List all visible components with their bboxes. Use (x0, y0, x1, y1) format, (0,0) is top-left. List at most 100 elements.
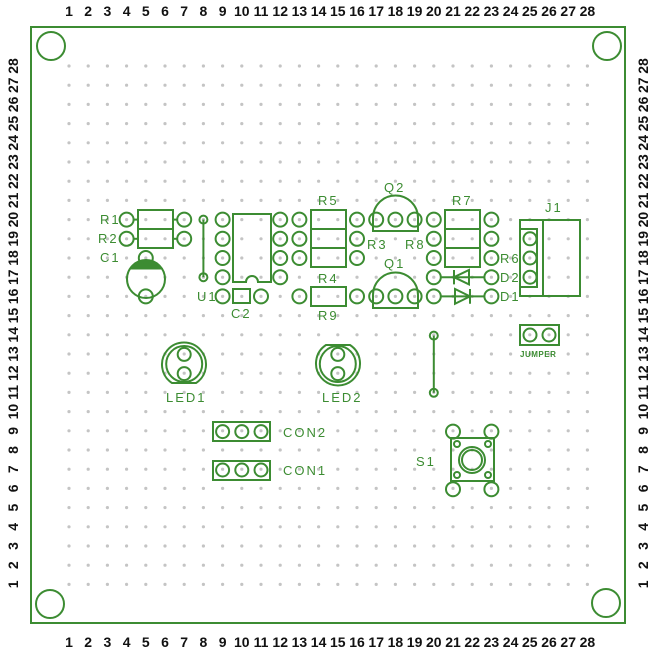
grid-hole (451, 429, 455, 433)
resistor-r4[interactable]: R4 (291, 247, 365, 286)
grid-hole (432, 448, 436, 452)
grid-hole (278, 102, 282, 106)
grid-hole (201, 64, 205, 68)
grid-hole (297, 275, 301, 279)
grid-hole (509, 582, 513, 587)
grid-hole (547, 525, 551, 529)
grid-hole (432, 141, 436, 145)
grid-hole (86, 390, 90, 394)
grid-hole (413, 563, 417, 567)
grid-hole (317, 390, 321, 394)
grid-hole (297, 256, 301, 260)
grid-hole (336, 83, 340, 87)
label-q1: Q1 (384, 256, 405, 271)
resistor-r2[interactable]: R2 (98, 228, 193, 249)
grid-hole (163, 410, 167, 414)
column-label: 15 (330, 3, 346, 19)
grid-hole (240, 64, 244, 68)
grid-hole (259, 333, 263, 337)
grid-hole (355, 390, 359, 394)
grid-hole (125, 352, 129, 356)
resistor-r3[interactable]: R3 (291, 228, 387, 252)
grid-hole (432, 467, 436, 471)
grid-hole (163, 83, 167, 87)
grid-hole (105, 141, 109, 145)
resistor-r7[interactable]: R7 (425, 193, 500, 230)
transistor-q1[interactable]: Q1 (368, 256, 423, 309)
jumper-header[interactable]: JUMPER (519, 324, 560, 359)
grid-hole (297, 294, 301, 298)
grid-hole (201, 102, 205, 106)
grid-hole (163, 179, 167, 183)
connector-con2[interactable]: CON2 (212, 421, 327, 442)
column-label: 2 (84, 634, 92, 650)
label-con1: CON1 (283, 463, 327, 478)
grid-hole (393, 448, 397, 452)
grid-hole (259, 102, 263, 106)
grid-hole (297, 218, 301, 222)
grid-hole (393, 506, 397, 510)
ic-u1[interactable]: U1 (197, 211, 289, 304)
grid-hole (201, 294, 205, 298)
grid-hole (393, 102, 397, 106)
switch-s1[interactable]: S1 (416, 423, 500, 498)
grid-hole (67, 544, 71, 548)
grid-hole (144, 333, 148, 337)
grid-hole (67, 467, 71, 471)
label-r4: R4 (318, 271, 339, 286)
grid-hole (182, 371, 186, 375)
grid-hole (144, 467, 148, 471)
grid-hole (374, 333, 378, 337)
connector-j1[interactable]: J1 (519, 200, 581, 297)
resistor-r6[interactable]: R6 (425, 247, 521, 268)
grid-hole (336, 179, 340, 183)
grid-hole (355, 294, 359, 298)
grid-hole (278, 448, 282, 452)
capacitor-c1[interactable]: C1 (100, 250, 166, 305)
grid-hole (413, 333, 417, 337)
grid-hole (278, 218, 282, 222)
grid-hole (221, 448, 225, 452)
label-u1: U1 (197, 289, 218, 304)
grid-hole (201, 333, 205, 337)
grid-hole (547, 160, 551, 164)
grid-hole (336, 333, 340, 337)
grid-hole (221, 582, 225, 587)
capacitor-c2[interactable]: C2 (214, 288, 269, 321)
resistor-r9[interactable]: R9 (291, 286, 365, 323)
grid-hole (432, 64, 436, 68)
grid-hole (297, 102, 301, 106)
grid-hole (355, 467, 359, 471)
grid-hole (451, 198, 455, 202)
grid-hole (144, 563, 148, 567)
grid-hole (144, 198, 148, 202)
grid-hole (413, 83, 417, 87)
grid-hole (240, 390, 244, 394)
led-led1[interactable]: LED1 (161, 341, 207, 405)
grid-hole (163, 448, 167, 452)
connector-con1[interactable]: CON1 (212, 460, 327, 481)
row-label: 1 (635, 580, 651, 588)
grid-hole (374, 198, 378, 202)
grid-hole (259, 467, 263, 471)
grid-hole (67, 218, 71, 222)
resistor-r5[interactable]: R5 (291, 193, 365, 230)
grid-hole (355, 448, 359, 452)
grid-hole (221, 429, 225, 433)
grid-hole (566, 198, 570, 202)
diode-d2[interactable]: D2 (425, 268, 521, 286)
grid-hole (105, 333, 109, 337)
transistor-q2[interactable]: Q2 (368, 180, 423, 232)
column-label: 25 (522, 634, 538, 650)
grid-hole (451, 563, 455, 567)
grid-hole (547, 141, 551, 145)
mounting-hole-icon (592, 31, 622, 61)
grid-hole (374, 237, 378, 241)
grid-hole (182, 122, 186, 126)
grid-hole (566, 429, 570, 433)
grid-hole (374, 64, 378, 68)
led-led2[interactable]: LED2 (315, 344, 363, 405)
grid-hole (86, 582, 90, 587)
grid-hole (547, 275, 551, 279)
diode-d1[interactable]: D1 (425, 287, 521, 306)
